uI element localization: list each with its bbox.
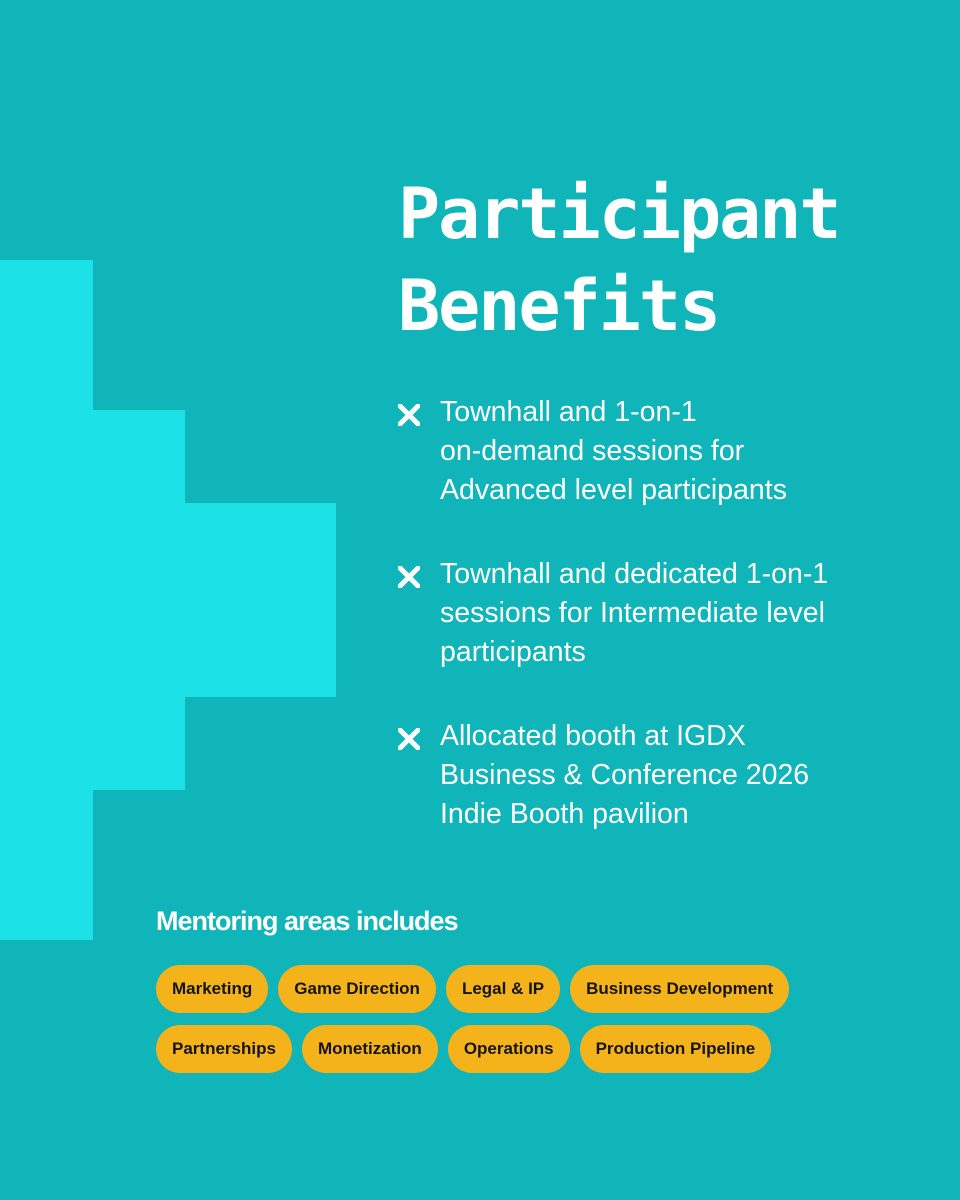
benefit-line: Indie Booth pavilion bbox=[440, 798, 689, 830]
tag-partnerships: Partnerships bbox=[156, 1025, 292, 1073]
benefit-line: sessions for Intermediate level bbox=[440, 597, 825, 629]
benefit-item: Townhall and dedicated 1-on-1 sessions f… bbox=[396, 555, 916, 672]
benefit-line: Townhall and dedicated 1-on-1 bbox=[440, 558, 829, 590]
title-line-1: Participant bbox=[398, 173, 842, 255]
mentoring-tags-row-2: Partnerships Monetization Operations Pro… bbox=[156, 1025, 772, 1073]
benefit-item: Allocated booth at IGDX Business & Confe… bbox=[396, 717, 916, 834]
tag-production-pipeline: Production Pipeline bbox=[579, 1025, 772, 1073]
mentoring-areas-heading: Mentoring areas includes bbox=[156, 906, 459, 936]
tag-marketing: Marketing bbox=[156, 965, 269, 1013]
benefit-line: Business & Conference 2026 bbox=[440, 759, 810, 791]
x-icon bbox=[398, 728, 420, 750]
benefit-line: participants bbox=[440, 636, 586, 668]
benefit-line: Allocated booth at IGDX bbox=[440, 720, 746, 752]
title-line-2: Benefits bbox=[398, 265, 721, 347]
tag-operations: Operations bbox=[447, 1025, 570, 1073]
tag-game-direction: Game Direction bbox=[278, 965, 436, 1013]
benefits-list: Townhall and 1-on-1 on-demand sessions f… bbox=[396, 393, 916, 879]
benefit-item: Townhall and 1-on-1 on-demand sessions f… bbox=[396, 393, 916, 510]
tag-legal-ip: Legal & IP bbox=[445, 965, 561, 1013]
x-icon bbox=[398, 404, 420, 426]
mentoring-tags-row-1: Marketing Game Direction Legal & IP Busi… bbox=[156, 965, 790, 1013]
benefit-line: Advanced level participants bbox=[440, 474, 787, 506]
page-title: Participant Benefits bbox=[398, 168, 842, 352]
benefit-line: Townhall and 1-on-1 bbox=[440, 396, 697, 428]
benefit-line: on-demand sessions for bbox=[440, 435, 745, 467]
tag-monetization: Monetization bbox=[301, 1025, 438, 1073]
tag-business-development: Business Development bbox=[570, 965, 790, 1013]
x-icon bbox=[398, 566, 420, 588]
